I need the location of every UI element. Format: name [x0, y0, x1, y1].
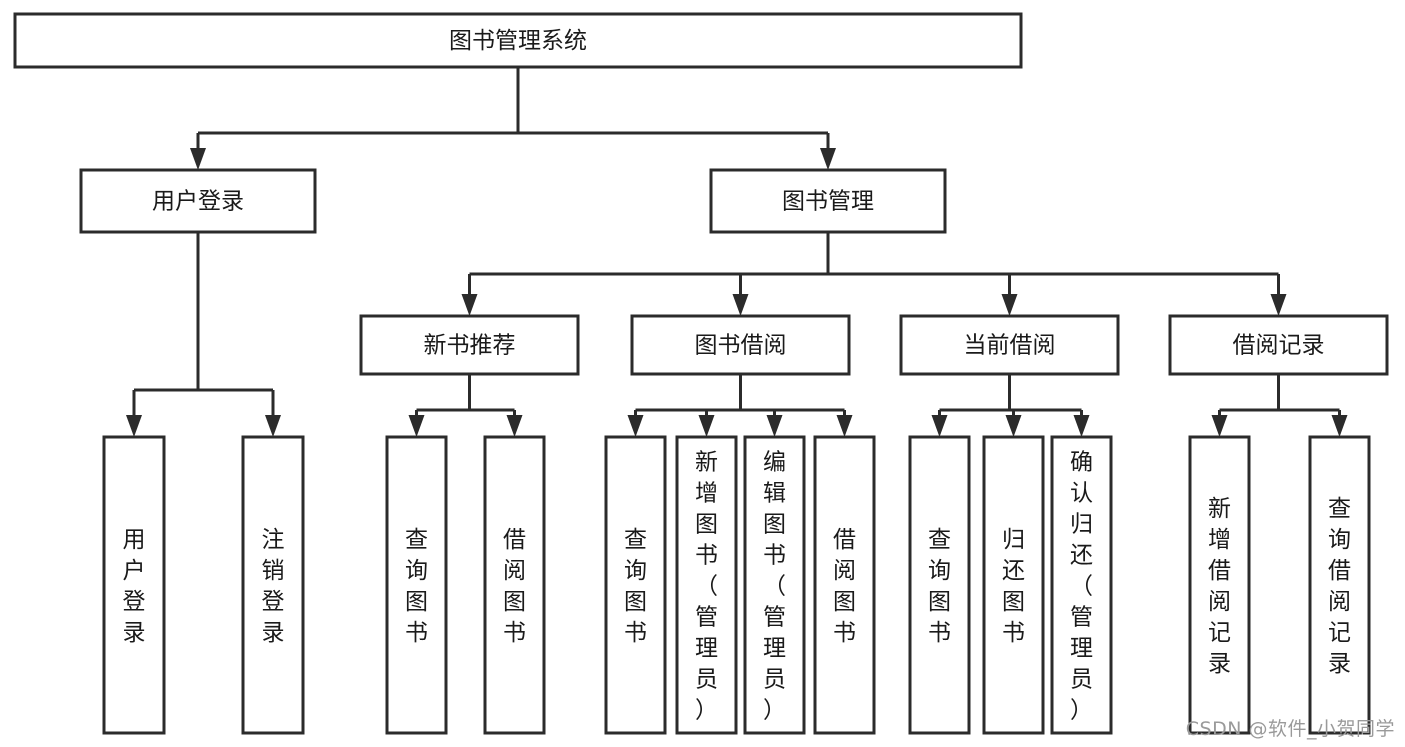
node-leaf-edit-book-admin-box[interactable]	[743, 435, 806, 735]
node-book-borrow-label: 图书借阅	[695, 333, 787, 359]
node-leaf-logout[interactable]: 注销登录	[241, 435, 305, 735]
csdn-watermark: CSDN @软件_小贺同学	[1185, 718, 1395, 740]
arrow-head-icon	[190, 148, 206, 170]
node-current-borrow-label: 当前借阅	[964, 333, 1056, 359]
node-new-book-recommend-label: 新书推荐	[424, 333, 516, 359]
node-leaf-edit-book-admin[interactable]: 编辑图书（管理员）	[743, 435, 806, 735]
node-leaf-user-login-box[interactable]	[102, 435, 166, 735]
node-system-title-box[interactable]	[13, 12, 1023, 69]
node-book-borrow[interactable]: 图书借阅	[630, 314, 851, 376]
node-boxes: 图书管理系统用户登录图书管理新书推荐图书借阅当前借阅借阅记录用户登录注销登录查询…	[13, 12, 1389, 735]
node-leaf-add-borrow-record-box[interactable]	[1188, 435, 1251, 735]
arrow-head-icon	[1270, 294, 1287, 316]
node-leaf-add-book-admin-box[interactable]	[675, 435, 738, 735]
node-leaf-query-borrow-record[interactable]: 查询借阅记录	[1308, 435, 1371, 735]
arrow-head-icon	[126, 415, 142, 437]
arrow-head-icon	[732, 294, 749, 316]
node-new-book-recommend[interactable]: 新书推荐	[359, 314, 580, 376]
connector-edges	[126, 67, 1348, 437]
arrow-head-icon	[627, 415, 644, 437]
node-leaf-return-book[interactable]: 归还图书	[982, 435, 1045, 735]
node-leaf-query-book-3-label: 查询图书	[928, 527, 951, 646]
node-leaf-confirm-return-admin-box[interactable]	[1050, 435, 1113, 735]
node-borrow-record-box[interactable]	[1168, 314, 1389, 376]
node-borrow-record[interactable]: 借阅记录	[1168, 314, 1389, 376]
arrow-head-icon	[1005, 415, 1022, 437]
node-leaf-add-borrow-record[interactable]: 新增借阅记录	[1188, 435, 1251, 735]
node-leaf-query-borrow-record-box[interactable]	[1308, 435, 1371, 735]
arrow-head-icon	[461, 294, 478, 316]
node-new-book-recommend-box[interactable]	[359, 314, 580, 376]
node-user-login-box[interactable]	[79, 168, 317, 234]
node-current-borrow[interactable]: 当前借阅	[899, 314, 1120, 376]
node-leaf-add-borrow-record-label: 新增借阅记录	[1208, 496, 1231, 677]
node-leaf-query-book-1-box[interactable]	[385, 435, 448, 735]
arrow-head-icon	[1211, 415, 1228, 437]
node-system-title-label: 图书管理系统	[449, 28, 587, 54]
arrow-head-icon	[408, 415, 425, 437]
node-leaf-query-borrow-record-label: 查询借阅记录	[1328, 496, 1351, 677]
node-leaf-query-book-3-box[interactable]	[908, 435, 971, 735]
node-user-login[interactable]: 用户登录	[79, 168, 317, 234]
arrow-head-icon	[1331, 415, 1348, 437]
arrow-head-icon	[1073, 415, 1090, 437]
node-leaf-add-book-admin-label: 新增图书（管理员）	[695, 450, 718, 724]
node-leaf-query-book-3[interactable]: 查询图书	[908, 435, 971, 735]
node-current-borrow-box[interactable]	[899, 314, 1120, 376]
node-leaf-confirm-return-admin[interactable]: 确认归还（管理员）	[1050, 435, 1113, 735]
arrow-head-icon	[1001, 294, 1018, 316]
node-borrow-record-label: 借阅记录	[1233, 333, 1325, 359]
node-user-login-label: 用户登录	[152, 189, 244, 215]
node-book-borrow-box[interactable]	[630, 314, 851, 376]
arrow-head-icon	[766, 415, 783, 437]
node-leaf-borrow-book-1[interactable]: 借阅图书	[483, 435, 546, 735]
arrow-head-icon	[698, 415, 715, 437]
node-system-title[interactable]: 图书管理系统	[13, 12, 1023, 69]
node-leaf-borrow-book-1-box[interactable]	[483, 435, 546, 735]
node-leaf-query-book-1-label: 查询图书	[405, 527, 428, 646]
arrow-head-icon	[265, 415, 281, 437]
arrow-head-icon	[506, 415, 523, 437]
node-leaf-borrow-book-2[interactable]: 借阅图书	[813, 435, 876, 735]
node-leaf-query-book-2[interactable]: 查询图书	[604, 435, 667, 735]
node-leaf-borrow-book-2-label: 借阅图书	[833, 527, 856, 646]
node-leaf-query-book-1[interactable]: 查询图书	[385, 435, 448, 735]
node-leaf-user-login[interactable]: 用户登录	[102, 435, 166, 735]
arrow-head-icon	[931, 415, 948, 437]
arrow-head-icon	[820, 148, 836, 170]
node-leaf-return-book-box[interactable]	[982, 435, 1045, 735]
node-leaf-return-book-label: 归还图书	[1002, 527, 1025, 646]
node-book-management-label: 图书管理	[782, 189, 874, 215]
node-book-management-box[interactable]	[709, 168, 947, 234]
node-leaf-query-book-2-box[interactable]	[604, 435, 667, 735]
node-leaf-edit-book-admin-label: 编辑图书（管理员）	[763, 450, 786, 724]
node-book-management[interactable]: 图书管理	[709, 168, 947, 234]
node-leaf-logout-label: 注销登录	[262, 527, 285, 646]
node-leaf-user-login-label: 用户登录	[123, 527, 146, 646]
arrow-head-icon	[836, 415, 853, 437]
node-leaf-query-book-2-label: 查询图书	[624, 527, 647, 646]
node-leaf-logout-box[interactable]	[241, 435, 305, 735]
node-leaf-confirm-return-admin-label: 确认归还（管理员）	[1070, 450, 1093, 724]
node-leaf-borrow-book-2-box[interactable]	[813, 435, 876, 735]
node-leaf-add-book-admin[interactable]: 新增图书（管理员）	[675, 435, 738, 735]
node-leaf-borrow-book-1-label: 借阅图书	[503, 527, 526, 646]
